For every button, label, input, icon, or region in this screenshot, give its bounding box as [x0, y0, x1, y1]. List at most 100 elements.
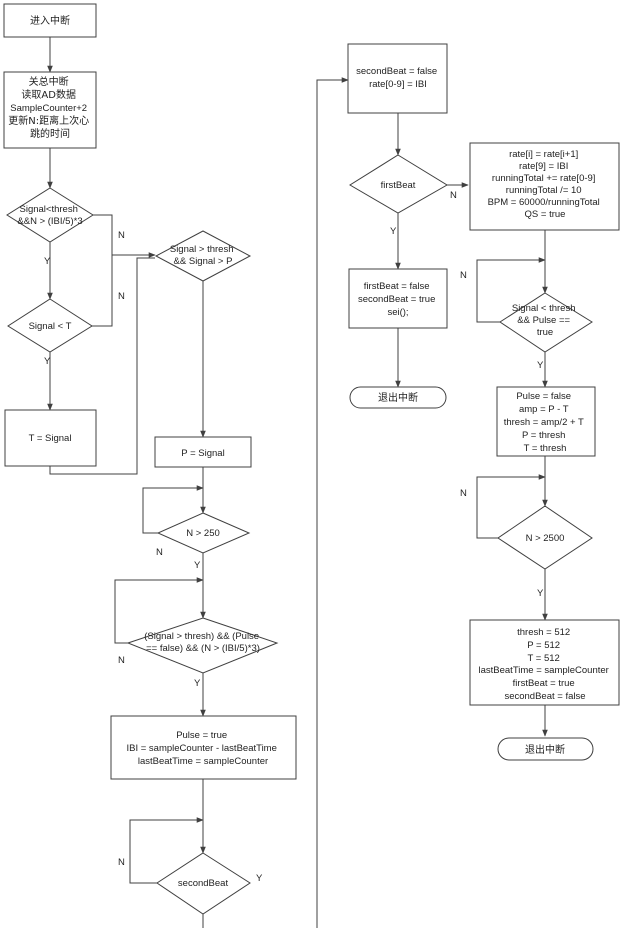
label-no: N — [118, 291, 125, 302]
node-text-line: Pulse = true — [176, 730, 227, 741]
svg-text:firstBeat = false second: firstBeat = false secondBeat = true sei(… — [358, 281, 438, 318]
node-text-line: T = 512 — [528, 653, 560, 664]
node-text-line: secondBeat = false — [504, 691, 585, 702]
node-text-line: thresh = amp/2 + T — [504, 417, 584, 428]
node-text-line: amp = P - T — [519, 404, 569, 415]
node-text-line: secondBeat — [178, 878, 229, 889]
node-text-line: true — [537, 327, 553, 338]
svg-text:退出中断: 退出中断 — [378, 391, 418, 404]
node-text-line: Pulse = false — [516, 391, 571, 402]
svg-text:P = Signal: P = Signal — [181, 448, 224, 459]
svg-text:Signal > thresh && Signa: Signal > thresh && Signal > P — [170, 244, 236, 267]
node-text-line: lastBeatTime = sampleCounter — [138, 756, 268, 767]
node-text-line: Signal < thresh — [512, 303, 576, 314]
label-yes: Y — [194, 678, 201, 689]
decision-signal-lt-thresh-pulse: Signal < thresh && Pulse == true — [499, 292, 593, 353]
node-text-line: Signal<thresh — [20, 204, 78, 215]
node-text-line: rate[9] = IBI — [519, 161, 568, 172]
decision-n-250: N > 250 — [156, 512, 251, 554]
decision-signal-lt-t: Signal < T — [7, 298, 93, 353]
node-exit-interrupt-2: 退出中断 — [497, 737, 594, 761]
node-text-line: BPM = 60000/runningTotal — [488, 197, 600, 208]
node-p-assign: P = Signal — [154, 436, 252, 468]
node-text-line: SampleCounter+2 — [10, 103, 87, 114]
label-yes: Y — [44, 356, 51, 367]
edge-d1-no — [92, 214, 113, 327]
svg-text:firstBeat: firstBeat — [381, 180, 416, 191]
node-text-line: Signal > thresh — [170, 244, 234, 255]
node-text-line: secondBeat = false — [356, 66, 437, 77]
svg-text:关总中断 读取AD数据 Sample: 关总中断 读取AD数据 SampleCounter+2 更新N:距离上次心 跳的… — [8, 75, 92, 140]
node-text-line: P = Signal — [181, 448, 224, 459]
svg-text:(Signal > thresh) && (Pulse: (Signal > thresh) && (Pulse == false) &&… — [144, 631, 262, 654]
node-text-line: == false) && (N > (IBI/5)*3) — [146, 643, 260, 654]
label-yes: Y — [194, 560, 201, 571]
node-text-line: N > 250 — [186, 528, 220, 539]
decision-pulse-condition: (Signal > thresh) && (Pulse == false) &&… — [126, 617, 279, 674]
edge-labels: N N Y Y N Y N Y N Y N Y N Y N Y — [44, 190, 544, 884]
edge-pulse-loop — [114, 577, 204, 644]
node-text-line: IBI = sampleCounter - lastBeatTime — [126, 743, 276, 754]
label-no: N — [460, 270, 467, 281]
node-text-line: T = thresh — [524, 443, 567, 454]
label-no: N — [450, 190, 457, 201]
edge-d-loop — [476, 257, 546, 323]
decision-signal-gt-p: Signal > thresh && Signal > P — [154, 230, 252, 282]
label-no: N — [118, 857, 125, 868]
node-reset: thresh = 512 P = 512 T = 512 lastBeatTim… — [469, 619, 620, 706]
node-text-line: Signal < T — [29, 321, 72, 332]
edges — [47, 37, 548, 928]
label-no: N — [118, 655, 125, 666]
svg-text:Pulse = true IBI = sampl: Pulse = true IBI = sampleCounter - lastB… — [126, 730, 279, 767]
node-text-line: &&N > (IBI/5)*3 — [17, 216, 82, 227]
node-text-line: T = Signal — [29, 433, 72, 444]
label-no: N — [156, 547, 163, 558]
node-text-line: firstBeat = false — [364, 281, 430, 292]
svg-text:rate[i] = rate[i+1] rate: rate[i] = rate[i+1] rate[9] = IBI runnin… — [488, 149, 603, 220]
node-init: 关总中断 读取AD数据 SampleCounter+2 更新N:距离上次心 跳的… — [3, 71, 97, 149]
node-text-line: sei(); — [387, 307, 408, 318]
decision-n-2500: N > 2500 — [497, 505, 593, 570]
node-pulse-false: Pulse = false amp = P - T thresh = amp/2… — [496, 386, 596, 457]
label-yes: Y — [390, 226, 397, 237]
node-text-line: 关总中断 — [29, 75, 69, 88]
svg-text:进入中断: 进入中断 — [30, 14, 70, 27]
node-text-line: 读取AD数据 — [21, 88, 76, 101]
svg-text:secondBeat: secondBeat — [178, 878, 229, 889]
label-no: N — [460, 488, 467, 499]
svg-text:N > 2500: N > 2500 — [526, 533, 565, 544]
node-text-line: firstBeat — [381, 180, 416, 191]
node-text-line: 退出中断 — [378, 391, 418, 404]
label-yes: Y — [256, 873, 263, 884]
label-yes: Y — [537, 360, 544, 371]
node-text-line: rate[0-9] = IBI — [369, 79, 427, 90]
node-text-line: runningTotal /= 10 — [506, 185, 582, 196]
node-text-line: (Signal > thresh) && (Pulse — [144, 631, 259, 642]
decision-signal-thresh: Signal<thresh &&N > (IBI/5)*3 — [6, 187, 94, 243]
node-text-line: 更新N:距离上次心 — [8, 114, 89, 127]
svg-text:Signal<thresh &&N > (IBI: Signal<thresh &&N > (IBI/5)*3 — [17, 204, 82, 227]
svg-text:T = Signal: T = Signal — [29, 433, 72, 444]
node-text-line: lastBeatTime = sampleCounter — [479, 665, 609, 676]
node-text-line: && Signal > P — [174, 256, 233, 267]
node-text-line: thresh = 512 — [517, 627, 570, 638]
decision-first-beat: firstBeat — [349, 154, 448, 214]
svg-text:secondBeat = false rate[: secondBeat = false rate[0-9] = IBI — [356, 66, 440, 90]
node-text-line: rate[i] = rate[i+1] — [509, 149, 578, 160]
decision-second-beat: secondBeat — [156, 852, 251, 915]
edge-n2500-loop — [476, 474, 546, 539]
node-enter-interrupt: 进入中断 — [3, 3, 97, 38]
node-text-line: 退出中断 — [525, 743, 565, 756]
node-second-false: secondBeat = false rate[0-9] = IBI — [347, 43, 448, 114]
node-text-line: runningTotal += rate[0-9] — [492, 173, 596, 184]
svg-text:N > 250: N > 250 — [186, 528, 220, 539]
svg-text:Signal < thresh && Pulse: Signal < thresh && Pulse == true — [512, 303, 578, 338]
svg-text:退出中断: 退出中断 — [525, 743, 565, 756]
label-yes: Y — [537, 588, 544, 599]
node-first-false: firstBeat = false secondBeat = true sei(… — [348, 268, 448, 329]
node-text-line: N > 2500 — [526, 533, 565, 544]
svg-text:thresh = 512 P = 512: thresh = 512 P = 512 T = 512 lastBeatTim… — [479, 627, 612, 702]
node-text-line: 跳的时间 — [30, 127, 70, 140]
label-no: N — [118, 230, 125, 241]
